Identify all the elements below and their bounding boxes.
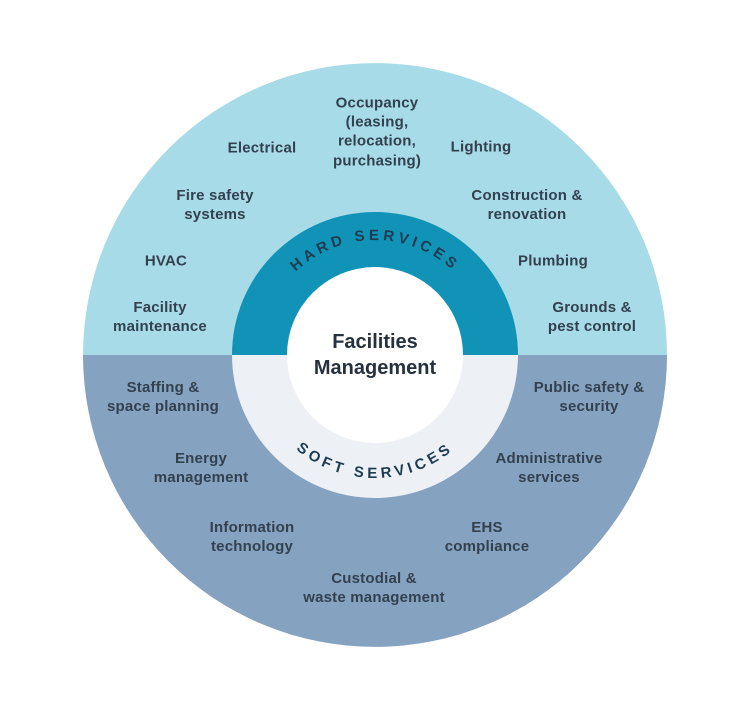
hard-service-label-occupancy: Occupancy (leasing, relocation, purchasi… xyxy=(332,94,422,170)
hard-service-label-hvac: HVAC xyxy=(144,252,188,270)
soft-service-label-custodial: Custodial & waste management xyxy=(303,569,445,606)
soft-service-label-information-technology: Information technology xyxy=(209,518,295,555)
hard-service-label-grounds: Grounds & pest control xyxy=(547,298,637,335)
hard-services-outer-half xyxy=(83,63,667,356)
soft-service-label-administrative: Administrative services xyxy=(495,449,603,486)
soft-services-outer-half xyxy=(83,355,667,647)
soft-service-label-ehs: EHS compliance xyxy=(444,518,530,555)
soft-service-label-energy: Energy management xyxy=(153,449,249,486)
hard-service-label-electrical: Electrical xyxy=(227,139,297,157)
hard-service-label-lighting: Lighting xyxy=(450,138,512,156)
hard-service-label-fire-safety: Fire safety systems xyxy=(176,186,254,223)
soft-service-label-staffing: Staffing & space planning xyxy=(107,378,219,415)
hard-service-label-construction: Construction & renovation xyxy=(471,186,583,223)
soft-service-label-public-safety: Public safety & security xyxy=(533,378,645,415)
center-circle xyxy=(287,267,463,443)
hard-service-label-facility-maintenance: Facility maintenance xyxy=(113,298,207,335)
diagram-title: Facilities Management xyxy=(313,331,437,379)
hard-service-label-plumbing: Plumbing xyxy=(518,252,588,270)
